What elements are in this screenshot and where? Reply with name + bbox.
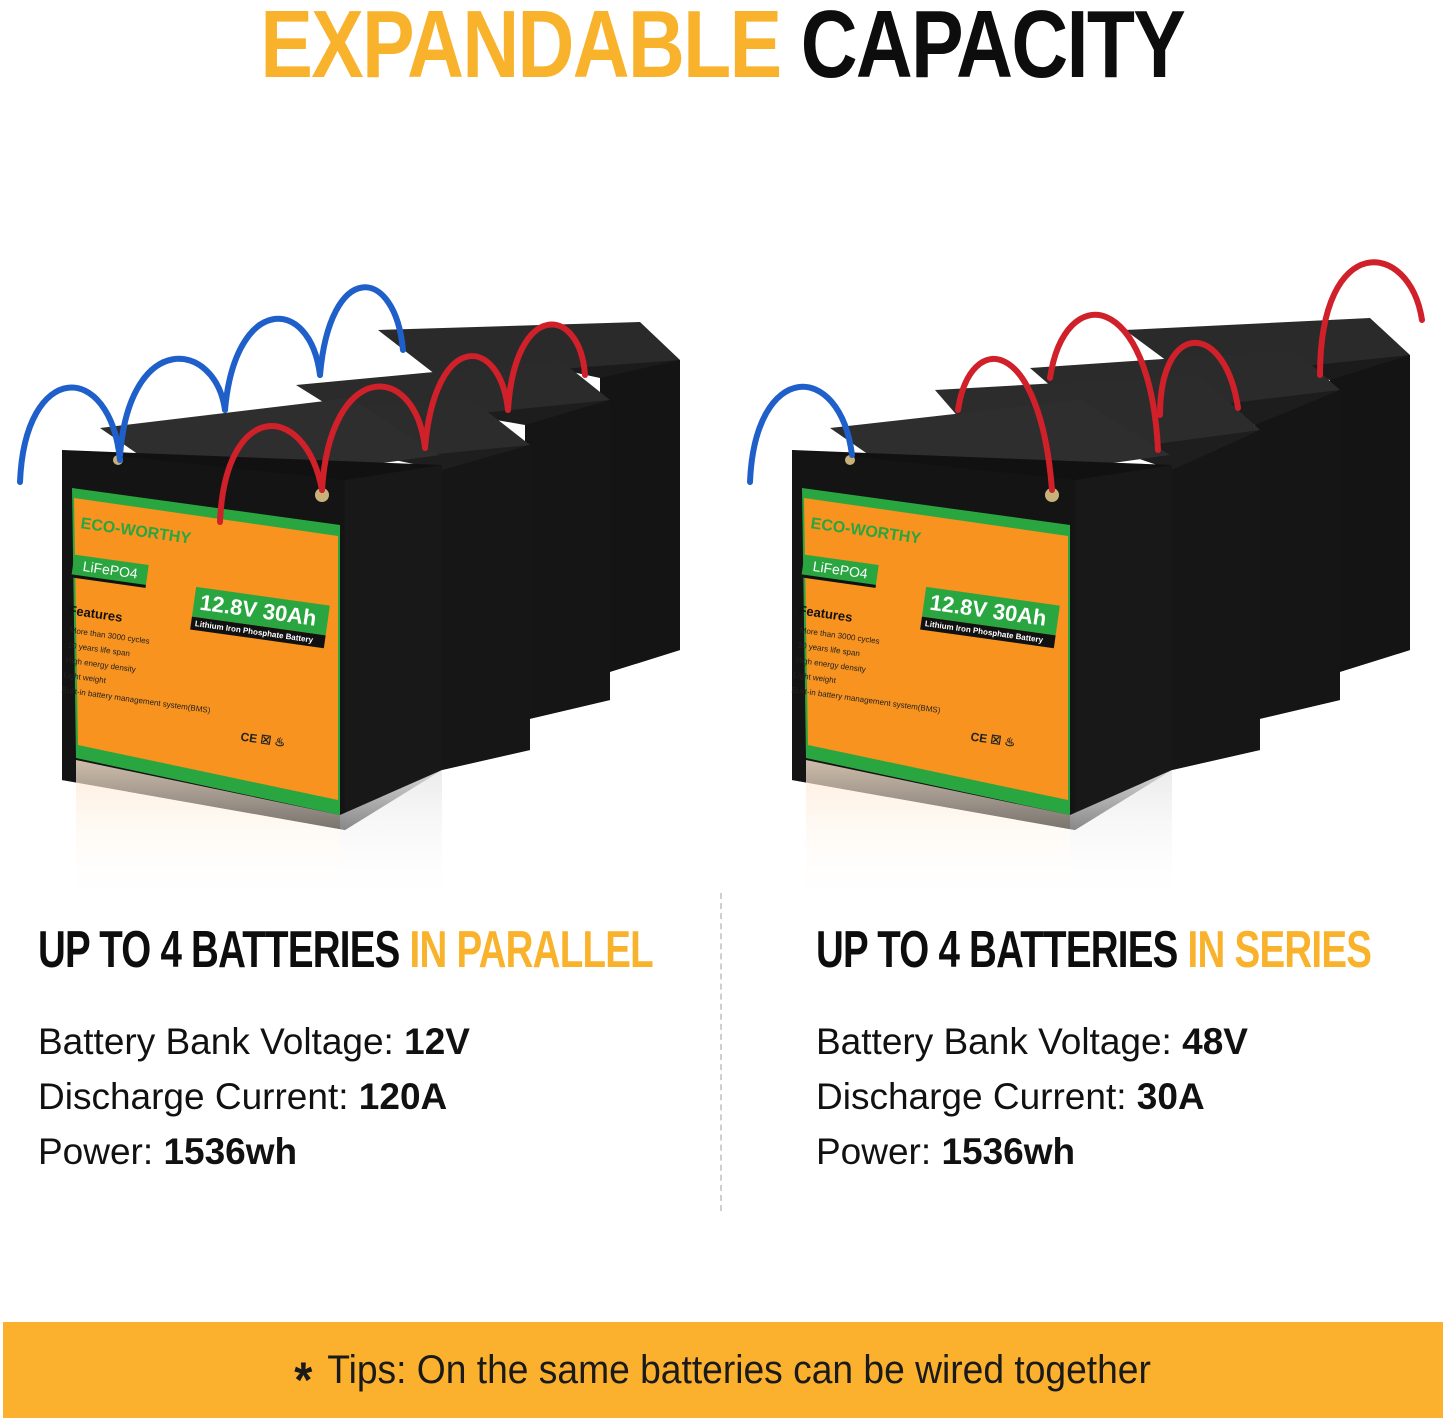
- battery-1-front: [792, 400, 1172, 890]
- title-dark-word: CAPACITY: [800, 0, 1186, 98]
- asterisk-icon: *: [294, 1352, 313, 1408]
- chemistry-badge: LiFePO4: [801, 554, 879, 588]
- series-spec-current: Discharge Current: 30A: [816, 1076, 1205, 1117]
- series-battery-illustration: [730, 250, 1445, 890]
- series-heading: UP TO 4 BATTERIES IN SERIES: [816, 921, 1372, 979]
- features-list: More than 3000 cycles 10 years life span…: [60, 625, 211, 715]
- page-title: EXPANDABLE CAPACITY: [0, 0, 1445, 93]
- parallel-spec-power: Power: 1536wh: [38, 1131, 298, 1172]
- title-accent-word: EXPANDABLE: [260, 0, 783, 98]
- parallel-heading: UP TO 4 BATTERIES IN PARALLEL: [38, 921, 654, 979]
- features-title: Features: [797, 602, 854, 625]
- series-battery-label: ECO-WORTHY LiFePO4 12.8V 30Ah Lithium Ir…: [775, 515, 1072, 799]
- column-divider: [720, 893, 722, 1211]
- parallel-spec-current: Discharge Current: 120A: [38, 1076, 448, 1117]
- chemistry-badge: LiFePO4: [71, 554, 149, 588]
- parallel-spec-voltage: Battery Bank Voltage: 12V: [38, 1021, 470, 1062]
- tip-text: Tips: On the same batteries can be wired…: [327, 1347, 1152, 1392]
- rating-badge: 12.8V 30Ah Lithium Iron Phosphate Batter…: [920, 586, 1060, 649]
- parallel-battery-illustration: [0, 250, 720, 890]
- cert-icons: CE ☒ ♨: [969, 729, 1017, 750]
- cert-icons: CE ☒ ♨: [239, 729, 287, 750]
- features-title: Features: [67, 602, 124, 625]
- series-spec-voltage: Battery Bank Voltage: 48V: [816, 1021, 1248, 1062]
- rating-badge: 12.8V 30Ah Lithium Iron Phosphate Batter…: [190, 586, 330, 649]
- features-list: More than 3000 cycles 10 years life span…: [790, 625, 941, 715]
- series-spec-power: Power: 1536wh: [816, 1131, 1076, 1172]
- parallel-battery-label: ECO-WORTHY LiFePO4 12.8V 30Ah Lithium Ir…: [45, 515, 342, 799]
- tip-banner: * Tips: On the same batteries can be wir…: [3, 1322, 1443, 1418]
